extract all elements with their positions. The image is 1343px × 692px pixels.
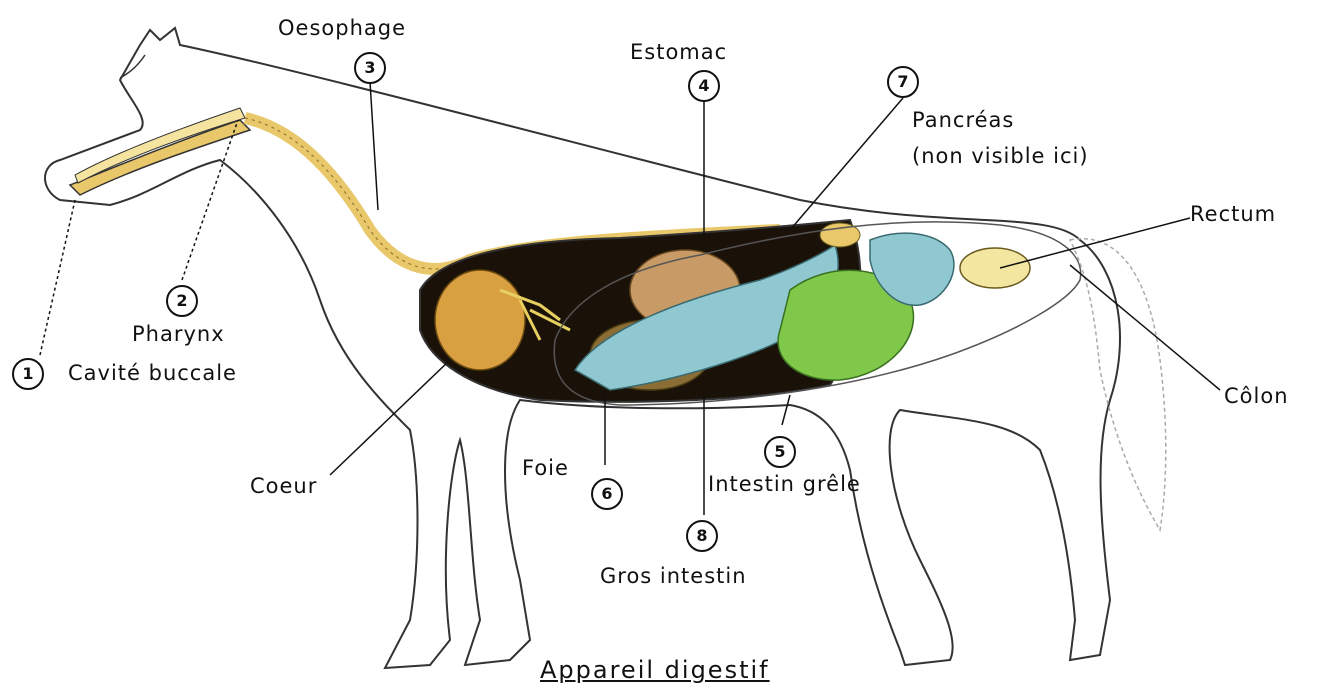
number-2: 2 xyxy=(166,285,198,317)
rectum xyxy=(960,248,1030,288)
number-7: 7 xyxy=(887,66,919,98)
number-3: 3 xyxy=(354,52,386,84)
label-intestin-grele: Intestin grêle xyxy=(708,474,861,495)
oral-cavity xyxy=(70,120,250,195)
number-6: 6 xyxy=(591,478,623,510)
label-coeur: Coeur xyxy=(250,476,317,497)
label-oesophage: Oesophage xyxy=(278,18,406,39)
heart xyxy=(435,270,525,370)
number-5: 5 xyxy=(764,436,796,468)
label-pharynx: Pharynx xyxy=(132,324,225,345)
number-4: 4 xyxy=(688,70,720,102)
label-estomac: Estomac xyxy=(630,42,727,63)
label-pancreas-note: (non visible ici) xyxy=(912,146,1089,167)
label-colon: Côlon xyxy=(1224,386,1289,407)
number-8: 8 xyxy=(686,520,718,552)
label-cavite-buccale: Cavité buccale xyxy=(68,363,237,384)
label-gros-intestin: Gros intestin xyxy=(600,566,747,587)
label-rectum: Rectum xyxy=(1190,204,1276,225)
label-foie: Foie xyxy=(522,458,569,479)
label-pancreas: Pancréas xyxy=(912,110,1014,131)
number-1: 1 xyxy=(12,358,44,390)
tail xyxy=(1070,239,1166,530)
diagram-title: Appareil digestif xyxy=(540,658,770,682)
